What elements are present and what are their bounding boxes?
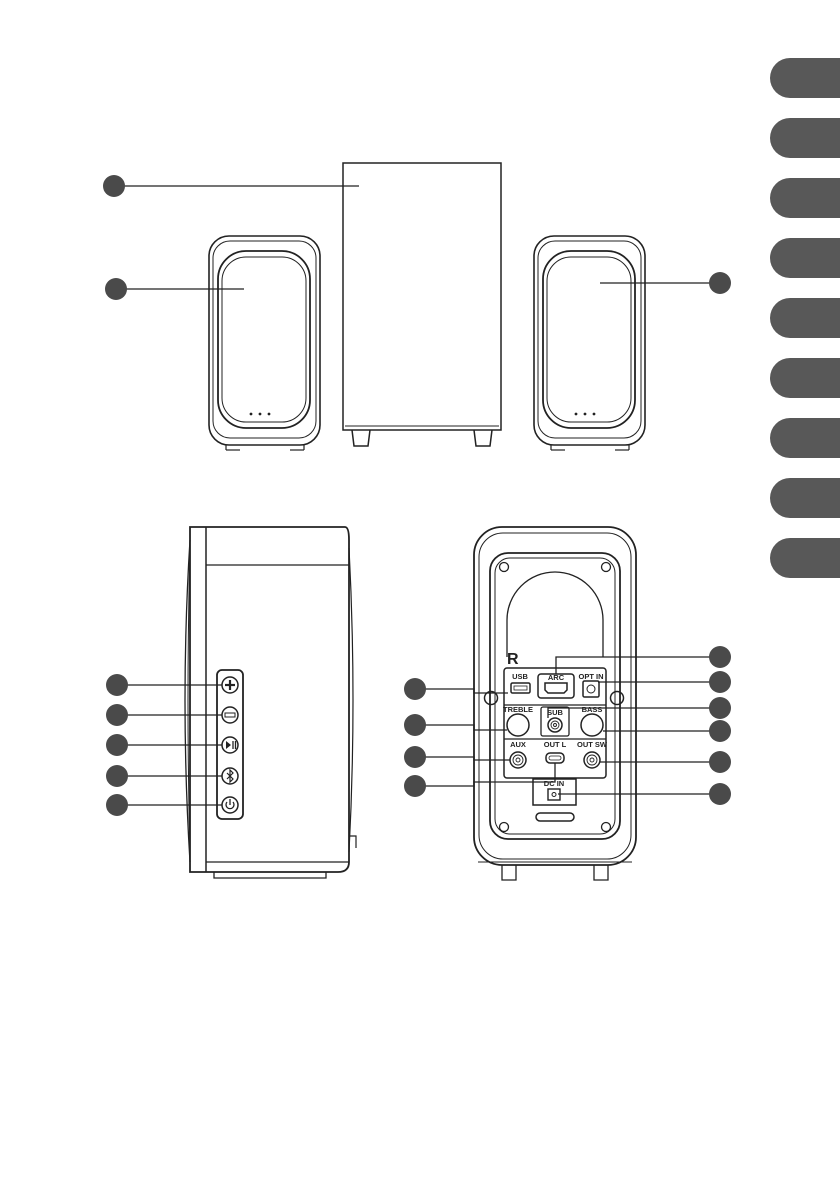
side-tab-5 xyxy=(770,298,840,338)
subwoofer xyxy=(343,163,501,446)
side-tab-1 xyxy=(770,58,840,98)
callout-sub xyxy=(709,697,731,719)
callout-power xyxy=(106,794,128,816)
svg-text:ARC: ARC xyxy=(548,673,565,682)
volume-up-icon[interactable] xyxy=(222,677,238,693)
power-icon[interactable] xyxy=(222,797,238,813)
out-sw-port[interactable]: OUT SW xyxy=(577,740,608,768)
left-speaker xyxy=(209,236,320,450)
usb-port[interactable]: USB xyxy=(511,672,530,693)
side-tab-4 xyxy=(770,238,840,278)
side-tab-6 xyxy=(770,358,840,398)
callout-dc-in xyxy=(709,783,731,805)
svg-text:TREBLE: TREBLE xyxy=(503,705,533,714)
aux-port[interactable]: AUX xyxy=(510,740,526,768)
callout-subwoofer xyxy=(103,175,125,197)
callout-optical xyxy=(709,671,731,693)
svg-text:USB: USB xyxy=(512,672,528,681)
callout-treble xyxy=(404,714,426,736)
optical-port[interactable]: OPT IN xyxy=(578,672,603,697)
dc-in-port[interactable]: DC IN xyxy=(533,779,576,805)
sub-port[interactable]: SUB xyxy=(541,707,569,736)
svg-text:OUT L: OUT L xyxy=(544,740,567,749)
callout-bluetooth xyxy=(106,765,128,787)
callout-aux xyxy=(404,746,426,768)
side-tab-3 xyxy=(770,178,840,218)
side-tab-7 xyxy=(770,418,840,458)
volume-down-icon[interactable] xyxy=(222,707,238,723)
callout-volume-up xyxy=(106,674,128,696)
svg-text:OUT SW: OUT SW xyxy=(577,740,608,749)
svg-text:DC IN: DC IN xyxy=(544,779,564,788)
callout-out-sw xyxy=(709,751,731,773)
right-speaker xyxy=(534,236,645,450)
callout-arc xyxy=(709,646,731,668)
callout-volume-down xyxy=(106,704,128,726)
channel-label: R xyxy=(507,651,519,668)
treble-knob[interactable]: TREBLE xyxy=(503,705,533,736)
side-tab-9 xyxy=(770,538,840,578)
callout-usb xyxy=(404,678,426,700)
arc-port[interactable]: ARC xyxy=(538,673,574,698)
side-tabs xyxy=(770,58,840,578)
callout-right-speaker xyxy=(709,272,731,294)
callout-left-speaker xyxy=(105,278,127,300)
svg-text:SUB: SUB xyxy=(547,708,563,717)
side-tab-8 xyxy=(770,478,840,518)
side-tab-2 xyxy=(770,118,840,158)
top-callouts xyxy=(103,175,731,300)
svg-text:OPT IN: OPT IN xyxy=(578,672,603,681)
callout-out-l xyxy=(404,775,426,797)
svg-text:BASS: BASS xyxy=(582,705,603,714)
side-callouts xyxy=(106,674,222,816)
svg-text:AUX: AUX xyxy=(510,740,526,749)
callout-play-pause xyxy=(106,734,128,756)
speaker-rear-view: R USB ARC OPT IN TREBLE SUB xyxy=(474,527,636,880)
play-pause-icon[interactable] xyxy=(222,737,238,753)
callout-bass xyxy=(709,720,731,742)
out-l-port[interactable]: OUT L xyxy=(544,740,567,763)
bass-knob[interactable]: BASS xyxy=(581,705,603,736)
bluetooth-icon[interactable] xyxy=(222,768,238,784)
speaker-side-view xyxy=(185,527,356,878)
